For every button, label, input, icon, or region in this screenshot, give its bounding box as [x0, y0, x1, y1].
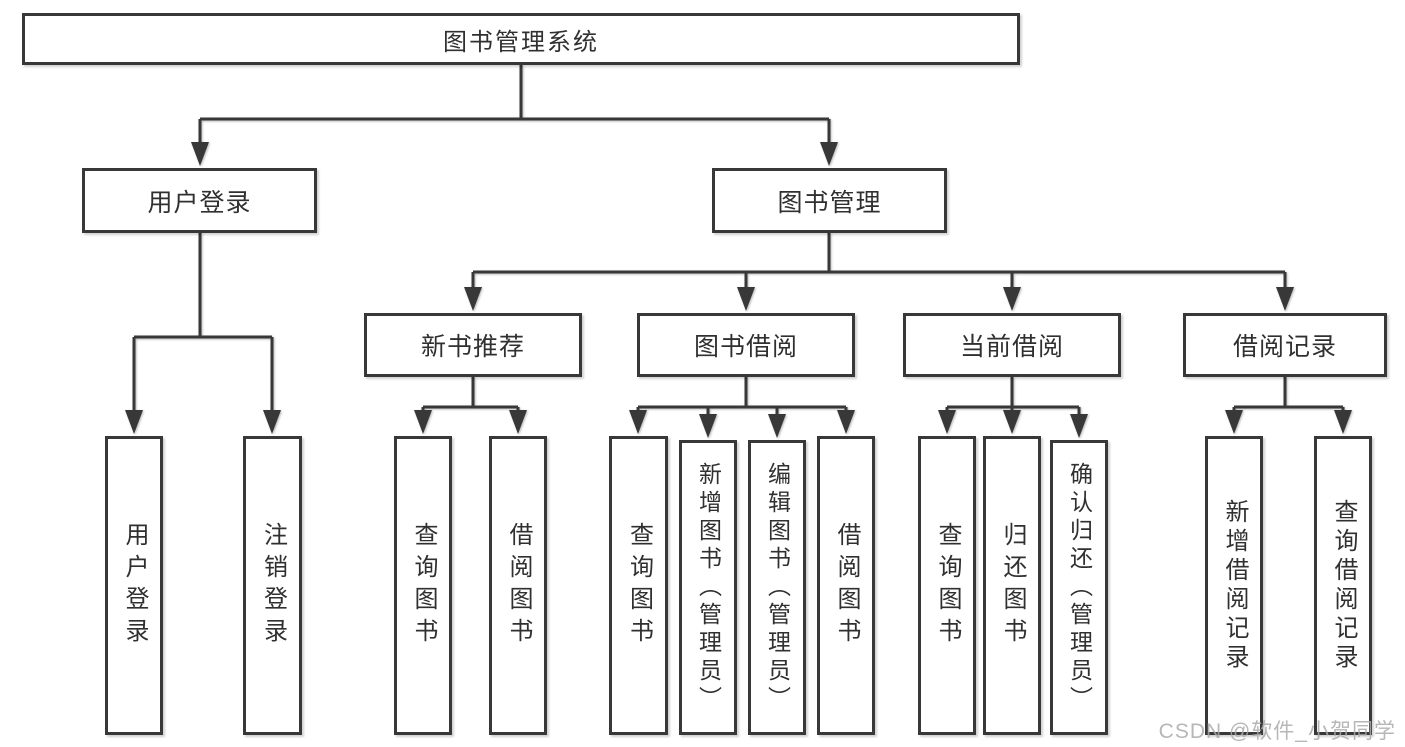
leaf-label: 借阅图书: [833, 521, 860, 650]
leaf-label: 编辑图书（管理员）: [764, 461, 791, 714]
node-book-borrowing: 图书借阅: [637, 313, 855, 377]
arrowhead-icon: [629, 410, 647, 434]
leaf-edit-book-admin: 编辑图书（管理员）: [748, 440, 806, 735]
leaf-add-borrow-record: 新增借阅记录: [1205, 436, 1263, 735]
arrowhead-icon: [191, 142, 209, 166]
leaf-label: 新增图书（管理员）: [695, 461, 722, 714]
arrowhead-icon: [1003, 410, 1021, 434]
leaf-label: 确认归还（管理员）: [1066, 461, 1093, 714]
leaf-query-borrow-record: 查询借阅记录: [1314, 436, 1372, 735]
leaf-label: 归还图书: [999, 521, 1026, 650]
arrowhead-icon: [768, 414, 786, 438]
leaf-add-book-admin: 新增图书（管理员）: [679, 440, 737, 735]
arrowhead-icon: [699, 414, 717, 438]
arrowhead-icon: [464, 287, 482, 311]
watermark: CSDN @软件_小贺同学: [1158, 720, 1396, 743]
node-user-login: 用户登录: [82, 168, 317, 233]
node-label: 图书管理: [777, 188, 882, 217]
node-borrowing-records: 借阅记录: [1183, 313, 1387, 377]
arrowhead-icon: [414, 410, 432, 434]
node-current-borrowing: 当前借阅: [903, 313, 1121, 377]
leaf-borrow-books: 借阅图书: [817, 436, 875, 735]
leaf-query-books-recommend: 查询图书: [394, 436, 452, 735]
leaf-confirm-return-admin: 确认归还（管理员）: [1050, 440, 1108, 735]
arrowhead-icon: [938, 410, 956, 434]
node-library-system: 图书管理系统: [22, 13, 1020, 65]
arrowhead-icon: [125, 410, 143, 434]
node-label: 当前借阅: [959, 333, 1064, 361]
arrowhead-icon: [1276, 287, 1294, 311]
node-new-book-recommend: 新书推荐: [364, 313, 582, 377]
node-label: 图书借阅: [693, 333, 798, 361]
arrowhead-icon: [820, 142, 838, 166]
arrowhead-icon: [263, 410, 281, 434]
arrowhead-icon: [1225, 410, 1243, 434]
arrowhead-icon: [1003, 287, 1021, 311]
arrowhead-icon: [1070, 414, 1088, 438]
leaf-user-login: 用户登录: [105, 436, 163, 735]
arrowhead-icon: [1334, 410, 1352, 434]
leaf-label: 查询图书: [410, 521, 437, 650]
node-label: 新书推荐: [420, 333, 525, 361]
arrowhead-icon: [737, 287, 755, 311]
leaf-borrow-books-recommend: 借阅图书: [489, 436, 547, 735]
leaf-query-books-current: 查询图书: [918, 436, 976, 735]
node-label: 用户登录: [147, 188, 252, 217]
node-label: 图书管理系统: [443, 28, 599, 56]
leaf-label: 新增借阅记录: [1221, 498, 1248, 673]
leaf-query-books-borrow: 查询图书: [609, 436, 668, 735]
leaf-logout: 注销登录: [243, 436, 302, 735]
leaf-return-books: 归还图书: [983, 436, 1041, 735]
leaf-label: 查询借阅记录: [1330, 498, 1357, 673]
leaf-label: 用户登录: [121, 521, 148, 650]
node-book-management: 图书管理: [712, 168, 947, 233]
arrowhead-icon: [509, 410, 527, 434]
leaf-label: 查询图书: [934, 521, 961, 650]
node-label: 借阅记录: [1232, 333, 1337, 361]
leaf-label: 查询图书: [625, 521, 653, 650]
arrowhead-icon: [837, 410, 855, 434]
leaf-label: 注销登录: [259, 521, 287, 650]
leaf-label: 借阅图书: [505, 521, 532, 650]
